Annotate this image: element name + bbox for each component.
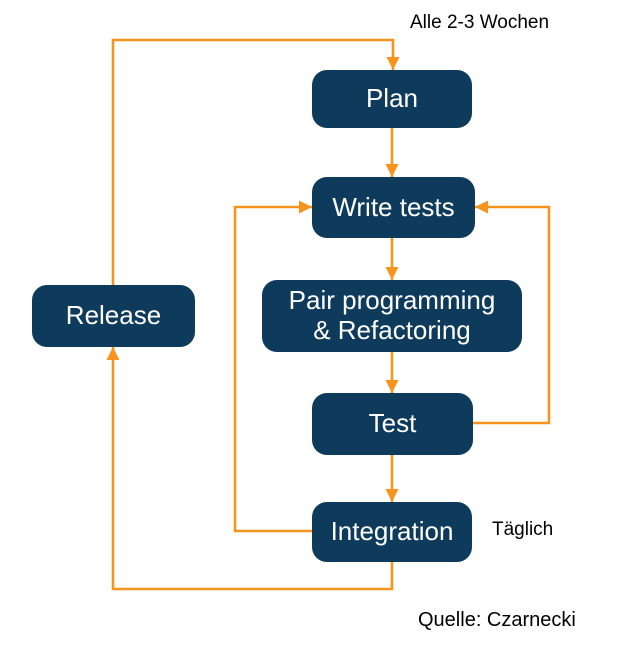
arrow-test-to-write-tests bbox=[473, 200, 551, 425]
daily-label: Täglich bbox=[492, 519, 554, 540]
node-plan: Plan bbox=[312, 70, 472, 128]
source-caption: Quelle: Czarnecki bbox=[418, 609, 576, 631]
cycle-duration-label: Alle 2-3 Wochen bbox=[410, 12, 550, 33]
node-test: Test bbox=[312, 393, 473, 455]
node-release: Release bbox=[32, 285, 195, 347]
node-write-tests: Write tests bbox=[312, 177, 475, 238]
arrow-release-to-plan bbox=[111, 38, 400, 285]
arrow-integration-to-release bbox=[106, 347, 394, 591]
arrow-integration-to-write-tests bbox=[233, 200, 312, 533]
node-pair-programming: Pair programming & Refactoring bbox=[262, 280, 522, 352]
node-integration: Integration bbox=[312, 502, 472, 562]
